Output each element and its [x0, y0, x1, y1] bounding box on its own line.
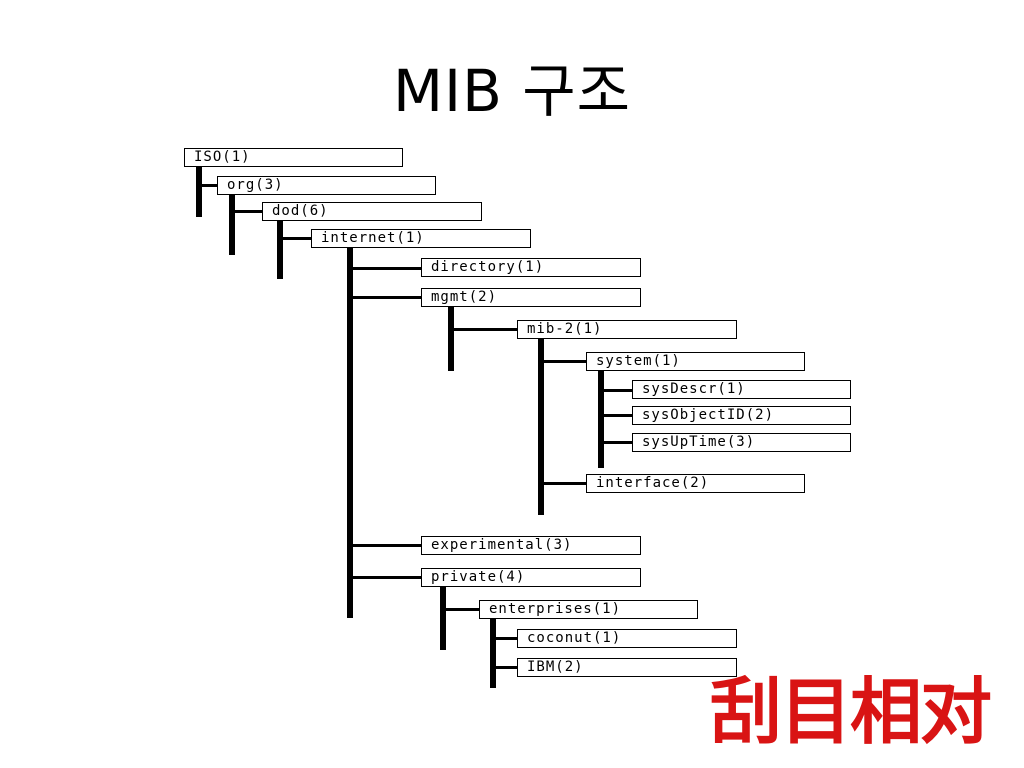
node-sysuptime: sysUpTime(3) — [632, 433, 851, 452]
connector-internet-branch — [277, 237, 312, 240]
connector-org-trunk — [229, 194, 235, 255]
connector-experimental-branch — [347, 544, 422, 547]
connector-dod-branch — [229, 210, 263, 213]
node-sysobjectid: sysObjectID(2) — [632, 406, 851, 425]
node-dod: dod(6) — [262, 202, 482, 221]
connector-mgmt-branch — [347, 296, 422, 299]
connector-dod-trunk — [277, 220, 283, 279]
node-coconut: coconut(1) — [517, 629, 737, 648]
connector-private-trunk — [440, 586, 446, 650]
node-iso: ISO(1) — [184, 148, 403, 167]
node-experimental: experimental(3) — [421, 536, 641, 555]
node-enterprises: enterprises(1) — [479, 600, 698, 619]
connector-enterprises-branch — [440, 608, 480, 611]
connector-coconut-branch — [490, 637, 518, 640]
watermark-text: 刮目相对 — [710, 669, 992, 754]
node-ibm: IBM(2) — [517, 658, 737, 677]
connector-enterprises-trunk — [490, 618, 496, 688]
node-sysdescr: sysDescr(1) — [632, 380, 851, 399]
node-mgmt: mgmt(2) — [421, 288, 641, 307]
connector-mib2-trunk — [538, 338, 544, 515]
node-org: org(3) — [217, 176, 436, 195]
connector-system-branch — [538, 360, 587, 363]
node-internet: internet(1) — [311, 229, 531, 248]
connector-directory-branch — [347, 267, 422, 270]
node-system: system(1) — [586, 352, 805, 371]
node-interface: interface(2) — [586, 474, 805, 493]
node-private: private(4) — [421, 568, 641, 587]
node-mib2: mib-2(1) — [517, 320, 737, 339]
connector-mib2-branch — [448, 328, 518, 331]
connector-mgmt-trunk — [448, 306, 454, 371]
connector-sysdescr-branch — [598, 389, 633, 392]
connector-ibm-branch — [490, 666, 518, 669]
connector-private-branch — [347, 576, 422, 579]
connector-system-trunk — [598, 370, 604, 468]
connector-org-branch — [196, 184, 218, 187]
connector-interface-branch — [538, 482, 587, 485]
connector-sysobjectid-branch — [598, 414, 633, 417]
node-directory: directory(1) — [421, 258, 641, 277]
connector-internet-trunk — [347, 247, 353, 618]
connector-sysuptime-branch — [598, 441, 633, 444]
connector-iso-trunk — [196, 166, 202, 217]
page-title: MIB 구조 — [392, 57, 632, 125]
